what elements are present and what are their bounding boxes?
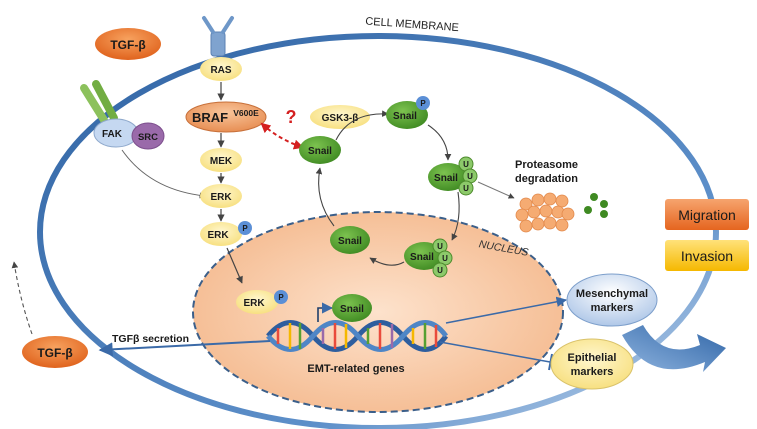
arrow-ub-proteasome: [477, 181, 515, 199]
snail-phosphorylated: Snail P: [386, 96, 430, 129]
svg-text:Snail: Snail: [340, 304, 364, 315]
svg-text:Snail: Snail: [410, 252, 434, 263]
svg-text:TGF-β: TGF-β: [37, 346, 72, 360]
gsk3b-node: GSK3-β: [310, 105, 370, 129]
inhibit-bar: [548, 353, 553, 371]
tgfb-ligand: TGF-β: [95, 28, 161, 60]
proteasome-label-1: Proteasome: [515, 159, 578, 171]
svg-text:U: U: [463, 160, 469, 169]
emt-genes-label: EMT-related genes: [307, 363, 404, 375]
receptor-icon: [202, 16, 234, 57]
braf-label: BRAF: [192, 110, 228, 125]
svg-text:FAK: FAK: [102, 129, 123, 140]
integrin-icon: [80, 80, 118, 124]
erk-node: ERK: [200, 184, 242, 208]
arrow-snail-cycle: [315, 167, 335, 227]
snail-ubiquitinated-cytoplasm: Snail U U U: [428, 156, 478, 196]
mesenchymal-markers: Mesenchymal markers: [566, 273, 658, 327]
svg-text:ERK: ERK: [243, 298, 265, 309]
snail-ubiquitinated-nucleus: Snail U U U: [404, 238, 453, 278]
inhibit-epithelial: [439, 341, 551, 363]
big-outcome-arrow: [622, 325, 726, 372]
svg-text:U: U: [437, 266, 443, 275]
invasion-box: Invasion: [665, 240, 749, 271]
svg-text:Snail: Snail: [434, 173, 458, 184]
arrow-phospho-ub: [427, 124, 452, 161]
arrow-ubnuc-snail: [369, 257, 405, 266]
svg-text:markers: markers: [591, 302, 634, 314]
fak-node: FAK: [93, 118, 139, 148]
svg-text:Invasion: Invasion: [681, 248, 733, 264]
braf-node: BRAF V600E: [185, 101, 267, 133]
migration-box: Migration: [665, 199, 749, 230]
arrow-fak-erk: [121, 149, 206, 199]
tgfb-secreted: TGF-β: [22, 336, 88, 368]
svg-text:Migration: Migration: [678, 207, 736, 223]
mek-node: MEK: [200, 148, 242, 172]
braf-mutation: V600E: [233, 108, 259, 118]
tgfb-secretion-label: TGFβ secretion: [112, 333, 189, 345]
svg-text:U: U: [463, 184, 469, 193]
svg-text:Snail: Snail: [393, 111, 417, 122]
svg-text:U: U: [467, 172, 473, 181]
svg-text:TGF-β: TGF-β: [110, 38, 145, 52]
svg-text:ERK: ERK: [210, 192, 232, 203]
arrow-tgfb-secretion: [98, 340, 271, 357]
epithelial-markers: Epithelial markers: [550, 338, 634, 390]
svg-text:U: U: [437, 242, 443, 251]
svg-text:Snail: Snail: [308, 146, 332, 157]
transcription-arrow: [317, 302, 334, 322]
snail-cytoplasm: Snail: [299, 136, 341, 164]
svg-text:MEK: MEK: [210, 156, 233, 167]
arrow-erkp-nucleus: [226, 247, 243, 284]
svg-text:ERK: ERK: [207, 230, 229, 241]
snail-on-dna: Snail: [332, 294, 372, 322]
erk-nucleus-node: ERK P: [236, 290, 288, 314]
question-mark: ?: [286, 107, 297, 127]
svg-text:SRC: SRC: [138, 132, 158, 143]
nucleus: [192, 211, 564, 413]
snail-nuclear-export: Snail: [330, 226, 370, 254]
svg-text:GSK3-β: GSK3-β: [322, 113, 359, 124]
svg-text:markers: markers: [571, 366, 614, 378]
degraded-peptides: [584, 193, 608, 218]
arrow-snail-phospho: [335, 110, 389, 141]
svg-text:Snail: Snail: [338, 236, 362, 247]
svg-text:P: P: [242, 224, 248, 233]
arrow-to-mesenchymal: [445, 296, 568, 324]
membrane-label: CELL MEMBRANE: [365, 16, 459, 35]
svg-text:Mesenchymal: Mesenchymal: [576, 288, 648, 300]
braf-snail-uncertain-arrow: [260, 122, 304, 150]
proteasome-icon: [515, 192, 575, 233]
arrow-ub-nucleus: [451, 191, 460, 241]
svg-text:Epithelial: Epithelial: [568, 352, 617, 364]
arrow-autocrine: [11, 261, 33, 335]
svg-text:P: P: [278, 293, 284, 302]
ras-node: RAS: [200, 57, 242, 81]
svg-text:U: U: [442, 254, 448, 263]
dna-helix-icon: [266, 320, 449, 352]
erk-phospho-node: ERK P: [200, 221, 252, 246]
svg-text:RAS: RAS: [210, 65, 231, 76]
src-node: SRC: [131, 122, 165, 150]
svg-text:P: P: [420, 99, 426, 108]
proteasome-label-2: degradation: [515, 173, 578, 185]
